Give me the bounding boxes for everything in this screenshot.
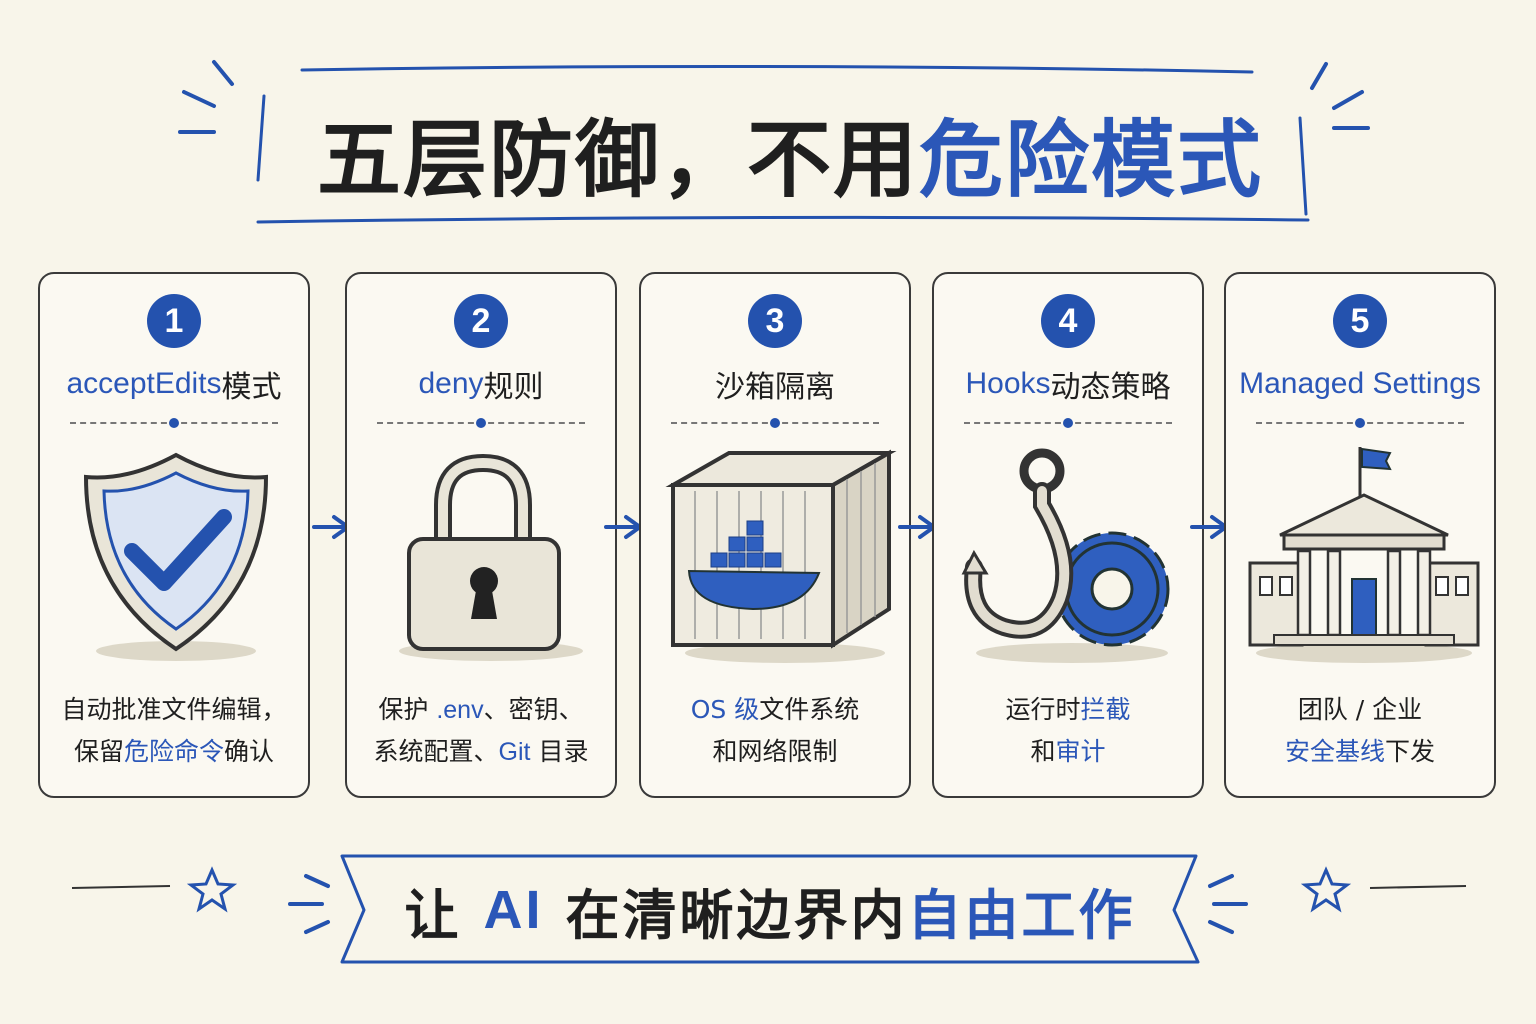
layer-heading: Managed Settings <box>1239 367 1481 400</box>
padlock-icon <box>399 453 583 661</box>
divider <box>1256 418 1464 428</box>
layer-card-sandbox: 3 沙箱隔离 OS 级文件系统 和网络限制 <box>639 272 911 798</box>
layer-card-hooks: 4 Hooks 动态策略 运行时拦截 和审计 <box>932 272 1204 798</box>
layer-description: 保护 .env、密钥、 系统配置、Git 目录 <box>373 695 589 766</box>
layer-card-deny-rules: 2 deny 规则 保护 .env、密钥、 系统配置、Git 目录 <box>345 272 617 798</box>
title-frame-bottom <box>256 215 1310 224</box>
footer-sparks <box>288 874 1248 934</box>
layer-heading: Hooks 动态策略 <box>965 367 1171 405</box>
divider <box>377 418 585 428</box>
title-frame-left <box>256 94 266 182</box>
shield-check-icon <box>83 452 269 661</box>
layer-heading: 沙箱隔离 <box>715 370 835 405</box>
title-frame-top <box>300 64 1254 74</box>
layer-card-managed-settings: 5 Managed Settings 团队 / 企业 安全基线下发 <box>1224 272 1496 798</box>
layer-description: 自动批准文件编辑， 保留危险命令确认 <box>61 695 287 766</box>
divider <box>671 418 879 428</box>
layer-description: 运行时拦截 和审计 <box>1005 695 1131 766</box>
star-icon <box>1300 866 1352 913</box>
step-badge: 4 <box>1041 294 1095 348</box>
star-icon <box>186 866 238 913</box>
step-badge: 1 <box>147 294 201 348</box>
divider <box>964 418 1172 428</box>
step-badge: 2 <box>454 294 508 348</box>
page-title: 五层防御，不用危险模式 <box>316 110 1264 209</box>
spark-marks-left <box>178 60 234 134</box>
step-badge: 3 <box>748 294 802 348</box>
spark-marks-right <box>1310 62 1370 130</box>
layer-description: OS 级文件系统 和网络限制 <box>690 695 860 766</box>
layer-heading: acceptEdits 模式 <box>66 367 282 405</box>
layer-description: 团队 / 企业 安全基线下发 <box>1284 695 1436 766</box>
layer-heading: deny 规则 <box>418 367 544 405</box>
container-box-icon <box>665 449 897 663</box>
step-badge: 5 <box>1333 294 1387 348</box>
footer-side-lines <box>71 885 1467 889</box>
star-icons <box>186 866 1352 913</box>
title-frame-right <box>1298 116 1308 216</box>
footer-ribbon <box>340 854 1200 964</box>
hook-gear-icon <box>961 448 1170 663</box>
divider <box>70 418 278 428</box>
government-building-icon <box>1248 447 1480 663</box>
layer-card-accept-edits: 1 acceptEdits 模式 自动批准文件编辑， 保留危险命令确认 <box>38 272 310 798</box>
